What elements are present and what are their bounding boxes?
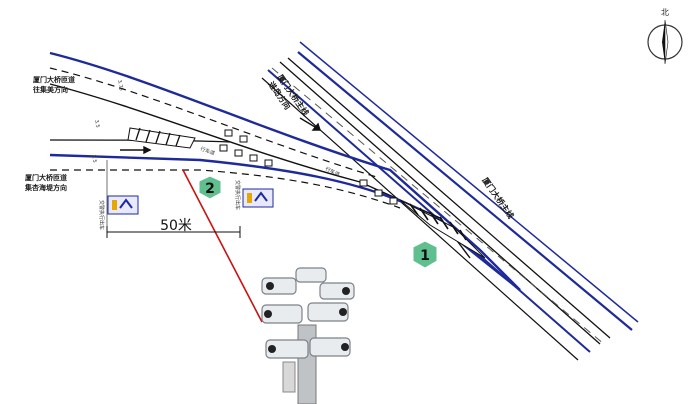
bridge-main-line	[261, 41, 639, 361]
svg-text:交警执行出车: 交警执行出车	[234, 180, 241, 210]
svg-text:集杏海堤方向: 集杏海堤方向	[24, 183, 67, 192]
svg-text:交警执行出车: 交警执行出车	[98, 200, 105, 230]
measure-distance: 50米	[160, 218, 192, 234]
svg-text:行车道: 行车道	[199, 145, 216, 157]
gore-chevron-upper	[127, 127, 196, 149]
marker-one: 1	[412, 240, 438, 269]
dimension-marks: 3.75 3.5 3.5	[90, 79, 124, 163]
lane-boxes	[219, 129, 398, 205]
label-main-right: 厦门大桥主线	[480, 175, 516, 220]
marker-two-label: 2	[205, 181, 215, 197]
svg-text:3.75: 3.75	[116, 79, 124, 91]
gore-chevron-lower	[399, 199, 486, 259]
camera-sightline	[182, 169, 263, 323]
svg-text:厦门大桥匝道: 厦门大桥匝道	[32, 75, 75, 84]
svg-text:厦门大桥主线: 厦门大桥主线	[480, 175, 516, 220]
svg-text:3.5: 3.5	[90, 154, 97, 163]
compass-north-arrow: 北	[647, 8, 683, 65]
camera-cluster	[261, 267, 355, 404]
label-approach-lower: 厦门大桥匝道 集杏海堤方向	[24, 173, 67, 192]
svg-text:厦门大桥匝道: 厦门大桥匝道	[24, 173, 67, 182]
marker-two: 2	[198, 175, 222, 200]
svg-text:往集美方向: 往集美方向	[33, 85, 68, 94]
marker-one-label: 1	[420, 248, 430, 264]
svg-text:行车道: 行车道	[324, 165, 341, 178]
compass-label: 北	[661, 8, 669, 17]
measurement: 50米	[106, 160, 241, 238]
svg-text:3.5: 3.5	[93, 119, 100, 128]
sign-right	[242, 188, 274, 208]
approach-upper	[49, 51, 521, 291]
sign-left	[107, 195, 139, 215]
label-approach-upper: 厦门大桥匝道 往集美方向	[32, 75, 75, 94]
lane-arrows	[120, 117, 321, 155]
